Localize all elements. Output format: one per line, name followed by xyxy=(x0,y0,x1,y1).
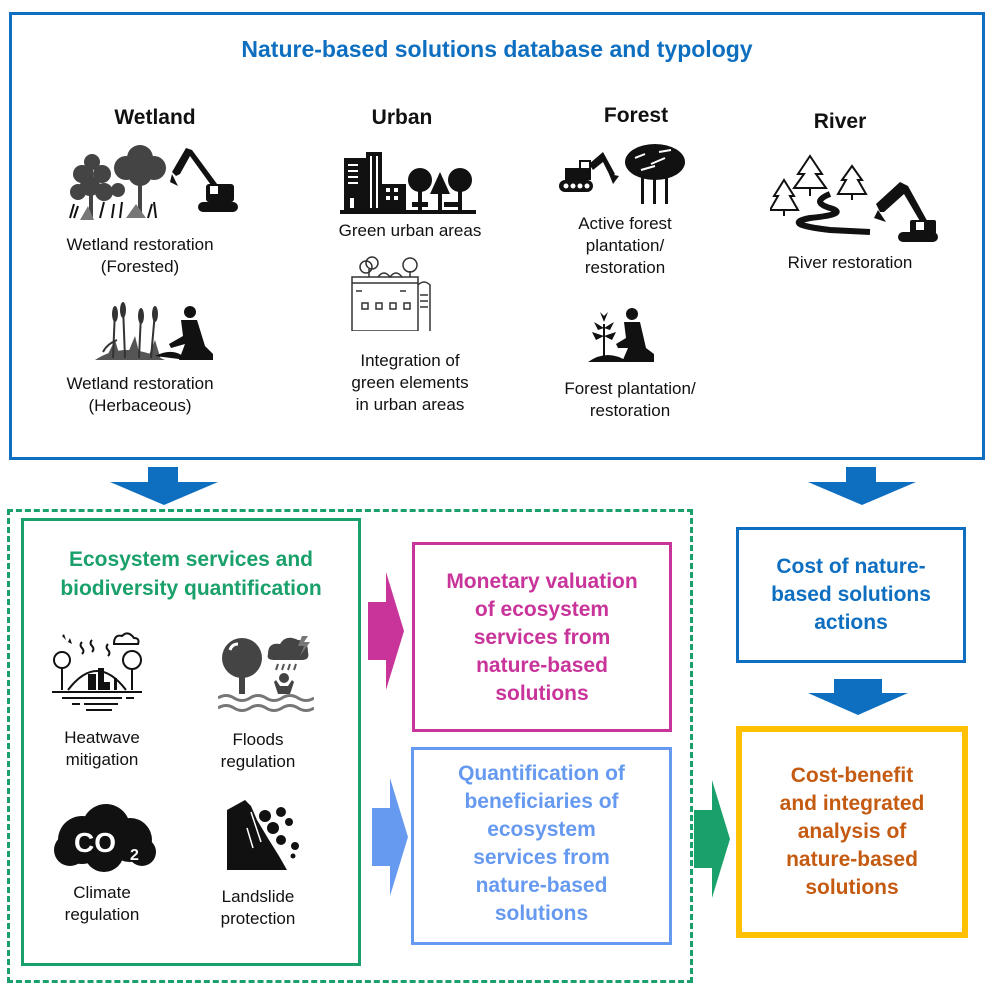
green-roof-building-icon xyxy=(350,255,440,331)
wetland-herbaceous-icon xyxy=(95,300,220,362)
monetary-valuation-text: Monetary valuation of ecosystem services… xyxy=(446,570,638,705)
wetland-forested-icon xyxy=(60,140,245,225)
co2-subscript: 2 xyxy=(130,847,139,864)
category-forest: Forest xyxy=(603,104,669,127)
cost-benefit-box xyxy=(736,726,968,938)
co2-cloud-icon: CO 2 xyxy=(52,800,158,875)
forest-plantation-label: Forest plantation/ restoration xyxy=(564,379,696,420)
green-urban-areas-label: Green urban areas xyxy=(338,221,482,240)
right-arrow-green xyxy=(694,780,730,898)
down-arrow-right xyxy=(808,467,916,505)
down-arrow-cost xyxy=(808,679,908,715)
cost-box xyxy=(736,527,966,663)
active-forest-plantation-icon xyxy=(555,140,695,206)
climate-label: Climate regulation xyxy=(64,883,140,924)
ecosystem-services-title: Ecosystem services and biodiversity quan… xyxy=(60,548,322,600)
category-river: River xyxy=(813,110,867,133)
right-arrow-magenta xyxy=(368,572,404,690)
heatwave-icon xyxy=(52,632,142,717)
right-arrow-light-blue xyxy=(372,778,408,896)
down-arrow-left xyxy=(110,467,218,505)
green-urban-areas-icon xyxy=(340,150,476,216)
ecosystem-group-dashed-border xyxy=(7,509,693,983)
monetary-valuation-box xyxy=(412,542,672,732)
wetland-forested-label: Wetland restoration (Forested) xyxy=(66,235,214,276)
ecosystem-services-panel xyxy=(21,518,361,966)
wetland-herbaceous-label: Wetland restoration (Herbaceous) xyxy=(66,374,214,415)
beneficiaries-box xyxy=(411,747,672,945)
flood-icon xyxy=(218,634,314,714)
green-elements-label: Integration of green elements in urban a… xyxy=(351,351,469,414)
cost-text: Cost of nature- based solutions actions xyxy=(771,555,931,634)
forest-planting-icon xyxy=(588,308,663,364)
landslide-icon xyxy=(225,798,310,873)
co2-text: CO xyxy=(74,827,116,858)
category-wetland: Wetland xyxy=(114,106,196,129)
nbs-database-title: Nature-based solutions database and typo… xyxy=(241,36,753,62)
nbs-database-panel-border xyxy=(9,12,985,460)
heatwave-label: Heatwave mitigation xyxy=(64,728,140,769)
category-urban: Urban xyxy=(371,106,433,129)
landslide-label: Landslide protection xyxy=(220,887,296,928)
active-forest-plantation-label: Active forest plantation/ restoration xyxy=(578,214,672,277)
river-restoration-label: River restoration xyxy=(787,253,913,272)
river-restoration-icon xyxy=(770,150,940,245)
cost-benefit-text: Cost-benefit and integrated analysis of … xyxy=(779,764,925,899)
floods-label: Floods regulation xyxy=(220,730,296,771)
beneficiaries-text: Quantification of beneficiaries of ecosy… xyxy=(458,762,625,925)
